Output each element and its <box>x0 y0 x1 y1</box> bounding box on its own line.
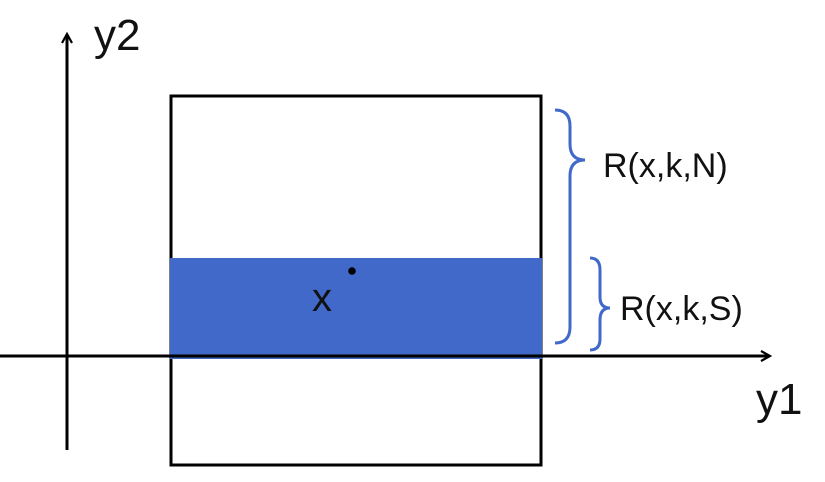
highlight-region <box>170 258 542 359</box>
y2-axis-label: y2 <box>94 11 140 60</box>
y1-axis-label: y1 <box>756 375 802 424</box>
north-region-bracket <box>554 108 586 345</box>
point-marker <box>348 267 356 275</box>
south-region-label: R(x,k,S) <box>620 290 743 328</box>
north-region-label: R(x,k,N) <box>603 147 728 185</box>
point-label: x <box>312 276 332 320</box>
south-region-bracket <box>589 256 611 352</box>
